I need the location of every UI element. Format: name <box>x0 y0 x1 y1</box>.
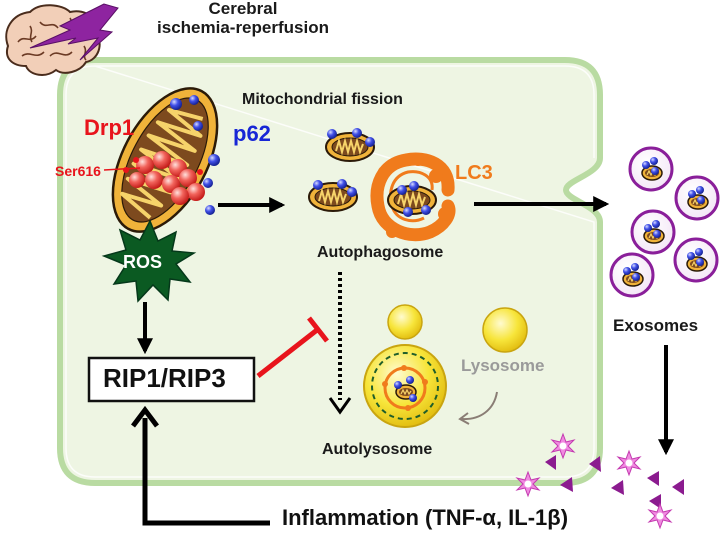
autolysosome-label: Autolysosome <box>322 441 433 458</box>
exosome-icon <box>675 239 717 281</box>
fragmented-mitochondria <box>308 128 375 212</box>
ros-burst-icon <box>101 219 197 303</box>
cerebral-ischemia-label: Cerebral ischemia-reperfusion <box>128 0 358 37</box>
exosome-icon <box>611 254 653 296</box>
autophagosome-icon <box>370 152 456 242</box>
autophagosome-label: Autophagosome <box>317 244 444 261</box>
drp1-label: Drp1 <box>84 115 135 140</box>
p62-label: p62 <box>233 121 271 146</box>
lc3-label: LC3 <box>455 162 493 184</box>
cytokine-triangle-icon <box>545 455 556 470</box>
lysosome-label: Lysosome <box>461 356 545 375</box>
exosome-icon <box>676 177 718 219</box>
inflammation-feedback-arrow <box>142 418 270 526</box>
cytokine-triangle-icon <box>611 480 624 495</box>
cytokine-triangle-icon <box>560 477 573 492</box>
cytokine-triangle-icon <box>649 494 661 509</box>
cytokine-triangle-icon <box>672 479 684 495</box>
lysosome-fusion-arrow <box>461 391 498 421</box>
drp1-cluster <box>123 151 205 205</box>
p62-cluster <box>170 95 220 215</box>
exosome-icon <box>632 211 674 253</box>
lightning-icon <box>29 3 119 61</box>
cytokine-star-icon <box>617 450 641 476</box>
cytokine-triangle-icon <box>647 471 659 486</box>
cerebral-label-line2: ischemia-reperfusion <box>157 17 329 37</box>
ser616-label: Ser616 <box>55 163 101 179</box>
ros-label: ROS <box>123 252 163 272</box>
rip1-rip3-label: RIP1/RIP3 <box>103 363 226 393</box>
inflammation-label: Inflammation (TNF-α, IL-1β) <box>282 505 569 530</box>
cytokine-cluster <box>516 433 684 529</box>
exosomes-label: Exosomes <box>613 316 699 335</box>
rip1-rip3-box <box>87 356 256 403</box>
ser616-pointer <box>103 167 141 171</box>
autolysosome-icon <box>363 304 447 428</box>
cytokine-triangle-icon <box>589 456 601 472</box>
exosome-group <box>611 148 718 296</box>
cytokine-star-icon <box>648 503 672 529</box>
exosome-icon <box>630 148 672 190</box>
lysosome-icon <box>482 307 528 353</box>
cerebral-label-line1: Cerebral <box>208 0 278 18</box>
inhibition-marker <box>256 316 329 378</box>
mitochondrial-fission-label: Mitochondrial fission <box>242 91 403 108</box>
